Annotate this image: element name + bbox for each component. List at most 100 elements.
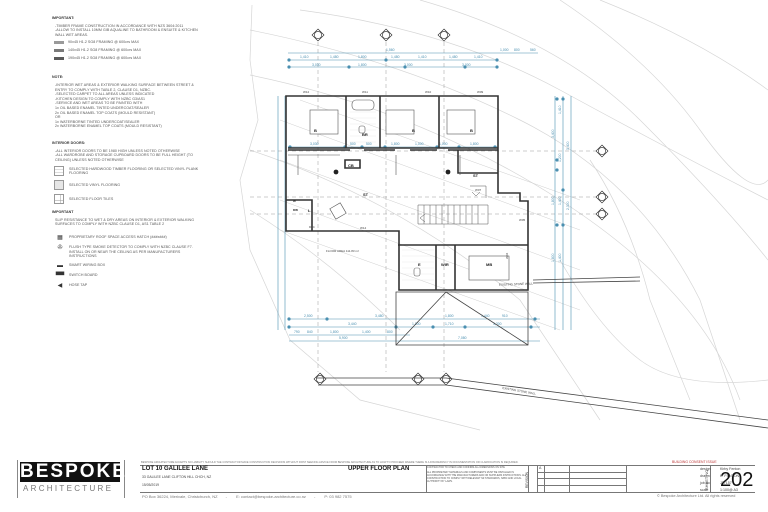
svg-text:1,800: 1,800 <box>358 63 367 67</box>
svg-text:W04: W04 <box>505 253 509 260</box>
section-markers <box>311 28 609 386</box>
svg-text:3,440: 3,440 <box>348 322 357 326</box>
svg-text:D04: D04 <box>309 225 315 229</box>
svg-text:3,300: 3,300 <box>493 322 502 326</box>
smoke-detector-icon <box>333 169 451 175</box>
svg-text:1,800: 1,800 <box>445 314 454 318</box>
upper-floor-plan: 1,560 1,000 800 560 1,410 1,480 1,800 1,… <box>239 0 768 431</box>
site-contours <box>239 0 768 431</box>
svg-text:B: B <box>470 128 473 133</box>
svg-text:1,480: 1,480 <box>391 55 400 59</box>
building-walls <box>285 95 529 291</box>
svg-text:W14: W14 <box>360 226 367 230</box>
roof-space-icon: ▦ <box>57 235 63 242</box>
svg-text:W12: W12 <box>303 90 310 94</box>
contractor-notes: CONTRACTOR TO CHECK AND CONFIRM ALL DIME… <box>427 466 527 483</box>
disclaimer: BESPOKE ARCHITECTURE ACCEPTS NO LIABILIT… <box>141 461 519 464</box>
balcony-roof <box>395 291 529 346</box>
svg-text:FLOOR AREA 111.83 m²: FLOOR AREA 111.83 m² <box>326 249 359 253</box>
logo-wordmark: BESPOKE <box>20 461 127 482</box>
notes-heading-important: IMPORTANT: <box>52 16 75 20</box>
svg-text:ST: ST <box>363 192 369 197</box>
svg-text:1,800: 1,800 <box>551 196 555 205</box>
svg-text:3,400: 3,400 <box>551 129 555 138</box>
svg-text:3,000: 3,000 <box>462 63 471 67</box>
smart-wiring-box-icon: ▬ <box>56 262 64 269</box>
svg-text:790: 790 <box>294 330 300 334</box>
svg-text:W07: W07 <box>475 188 482 192</box>
svg-text:L: L <box>308 208 311 213</box>
dim-overall-top: 1,560 <box>386 48 395 52</box>
copyright: © Bespoke Architecture Ltd. All rights r… <box>657 494 736 498</box>
framing-swatch-icon <box>54 40 64 44</box>
dimension-lines <box>277 52 572 342</box>
floor-legend-plank: SELECTED HARDWOOD TIMBER FLOORING OR SEL… <box>54 166 202 177</box>
svg-text:3,030: 3,030 <box>310 142 319 146</box>
contact-phone: P: 03 982 7575 <box>324 494 352 499</box>
framing-swatch-icon <box>54 56 64 60</box>
svg-text:1,440: 1,440 <box>481 314 490 318</box>
furniture <box>288 99 510 281</box>
svg-text:3,000: 3,000 <box>404 63 413 67</box>
svg-text:1,710: 1,710 <box>445 322 454 326</box>
svg-text:500: 500 <box>366 142 372 146</box>
hose-tap-icon: ◀ <box>57 282 63 289</box>
notes-heading-interior-doors: INTERIOR DOORS: <box>52 140 86 145</box>
svg-text:1,410: 1,410 <box>474 55 483 59</box>
svg-text:1,480: 1,480 <box>330 55 339 59</box>
svg-text:EXISTING STONE WALL: EXISTING STONE WALL <box>499 282 533 287</box>
revision-a: A <box>539 466 542 470</box>
svg-text:7,080: 7,080 <box>458 336 467 340</box>
svg-text:BR: BR <box>362 132 368 137</box>
svg-text:840: 840 <box>307 330 313 334</box>
plank-flooring-icon <box>54 166 64 177</box>
notes-heading-note: NOTE: <box>52 75 64 80</box>
svg-text:W05: W05 <box>519 218 526 222</box>
framing-legend-90: 90x45 H1.2 SG8 FRAMING @ 600crs MAX <box>54 39 202 45</box>
project-address: 33 GALILEE LANE CLIFTON HILL CHCH, NZ <box>142 475 212 479</box>
legend-smart-wiring: ▬SMART WIRING BOX <box>54 263 202 269</box>
legend-smoke-detector: ✇FLUSH TYPE SMOKE DETECTOR TO COMPLY WIT… <box>54 245 202 259</box>
svg-text:1,400: 1,400 <box>362 330 371 334</box>
svg-text:1,400: 1,400 <box>558 253 562 262</box>
sheet-no-label: SHEET NO <box>704 469 709 490</box>
svg-text:1,400: 1,400 <box>558 196 562 205</box>
svg-text:1,000: 1,000 <box>439 142 448 146</box>
svg-text:W09: W09 <box>477 90 484 94</box>
svg-text:800: 800 <box>387 330 393 334</box>
svg-text:CB: CB <box>348 163 354 168</box>
svg-text:1,800: 1,800 <box>391 142 400 146</box>
existing-stone-wall <box>316 276 768 429</box>
tile-hatch <box>350 111 434 281</box>
svg-text:3,030: 3,030 <box>312 63 321 67</box>
svg-text:W11: W11 <box>362 90 368 94</box>
svg-text:2,300: 2,300 <box>566 201 570 210</box>
svg-text:800: 800 <box>514 48 520 52</box>
stair <box>417 185 489 225</box>
floor-legend-tiles: SELECTED FLOOR TILES <box>54 194 202 205</box>
bespoke-logo: BESPOKE ARCHITECTURE <box>17 460 127 498</box>
svg-text:3,480: 3,480 <box>375 314 384 318</box>
sheet-number: 202 <box>720 469 754 491</box>
framing-legend-190: 190x45 H1.2 SG8 FRAMING @ 600crs MAX <box>54 55 202 61</box>
svg-text:910: 910 <box>502 314 508 318</box>
svg-text:B: B <box>314 128 317 133</box>
status-badge: BUILDING CONSENT ISSUE <box>672 460 717 464</box>
legend-switchboard: ▀▀SWITCH BOARD <box>55 272 98 279</box>
logo-subtitle: ARCHITECTURE <box>23 484 114 493</box>
project-name: LOT 10 GALILEE LANE <box>142 466 209 472</box>
contact-po-box: PO Box 36224, Merivale, Christchurch, NZ <box>142 494 218 499</box>
svg-text:3,400: 3,400 <box>566 141 570 150</box>
svg-text:2,500: 2,500 <box>304 314 313 318</box>
svg-text:1,410: 1,410 <box>558 105 562 114</box>
svg-text:1,480: 1,480 <box>449 55 458 59</box>
revision-label: REVISION <box>525 471 530 489</box>
svg-text:1,800: 1,800 <box>470 142 479 146</box>
svg-text:EXISTING STONE WALL: EXISTING STONE WALL <box>502 386 537 396</box>
svg-text:1,000: 1,000 <box>500 48 509 52</box>
contact-line: PO Box 36224, Merivale, Christchurch, NZ… <box>142 494 352 499</box>
issue-date: 15/05/2019 <box>142 483 159 487</box>
svg-text:WIR: WIR <box>441 262 449 267</box>
contact-email[interactable]: E: contact@bespoke-architecture.co.nz <box>236 494 306 499</box>
